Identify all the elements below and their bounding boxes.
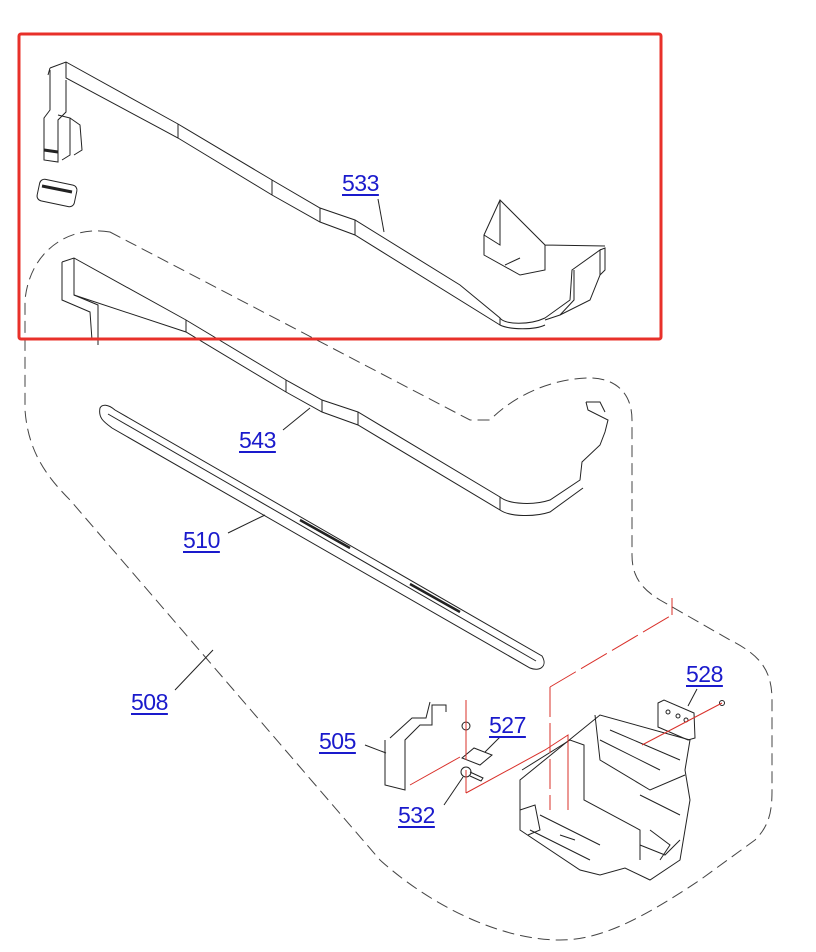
part-label-528[interactable]: 528 xyxy=(686,661,723,687)
part-label-510[interactable]: 510 xyxy=(183,527,220,553)
part-label-532[interactable]: 532 xyxy=(398,802,435,828)
part-510-timing-belt xyxy=(99,404,545,670)
part-543-flat-cable xyxy=(61,257,609,516)
part-label-543[interactable]: 543 xyxy=(239,427,276,453)
assembly-guide-lines xyxy=(409,598,723,810)
part-label-505[interactable]: 505 xyxy=(319,728,356,754)
part-label-527[interactable]: 527 xyxy=(489,712,526,738)
highlight-box-533 xyxy=(17,32,663,341)
carriage-housing xyxy=(519,714,691,881)
part-532-washer xyxy=(460,766,484,782)
part-label-508[interactable]: 508 xyxy=(131,689,168,715)
assembly-boundary-508 xyxy=(24,230,773,941)
part-505-cable xyxy=(384,701,447,791)
leader-lines xyxy=(174,198,698,806)
part-label-533[interactable]: 533 xyxy=(342,170,379,196)
part-533-flat-cable xyxy=(36,61,606,330)
